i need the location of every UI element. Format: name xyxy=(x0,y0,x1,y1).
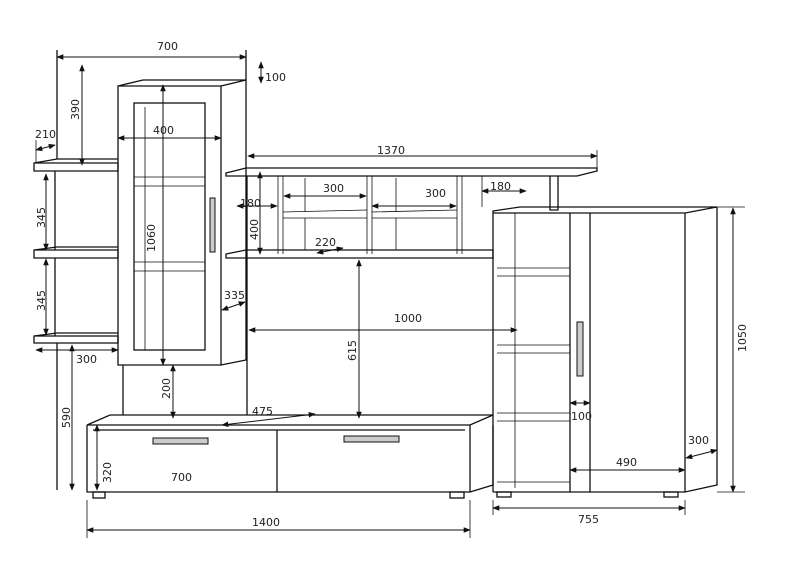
dimension-lines xyxy=(35,54,745,538)
dim-bridge-depth: 220 xyxy=(315,236,336,249)
drawer-handle-right xyxy=(343,435,400,443)
dim-bridge-side-left: 180 xyxy=(240,197,261,210)
dim-bridge-height: 400 xyxy=(248,219,261,240)
dim-bridge-side-right: 180 xyxy=(490,180,511,193)
dim-top-offset: 100 xyxy=(265,71,286,84)
dim-cabinet-depth: 335 xyxy=(224,289,245,302)
dim-right-height: 1050 xyxy=(736,324,749,352)
dim-shelf-gap-1: 345 xyxy=(35,207,48,228)
dim-shelf-gap-2: 345 xyxy=(35,290,48,311)
dim-drawer-width: 700 xyxy=(171,471,192,484)
tv-stand xyxy=(86,414,494,499)
dim-opening-width: 1000 xyxy=(394,312,422,325)
dim-top-width: 700 xyxy=(157,40,178,53)
dimension-labels: 700 100 390 210 400 1370 300 300 180 345… xyxy=(35,40,749,529)
dim-right-width: 755 xyxy=(578,513,599,526)
dim-shelf-post: 100 xyxy=(571,410,592,423)
dim-niche-width-2: 300 xyxy=(425,187,446,200)
dim-cabinet-height: 1060 xyxy=(145,224,158,252)
dim-stand-height: 320 xyxy=(101,462,114,483)
dim-shelf-depth-left: 210 xyxy=(35,128,56,141)
tall-glass-cabinet xyxy=(117,50,247,415)
dim-niche-width-1: 300 xyxy=(323,182,344,195)
drawer-handle-left xyxy=(152,437,209,445)
cabinet-handle xyxy=(209,197,216,253)
dim-bridge-width: 1370 xyxy=(377,144,405,157)
dim-left-shelf-width: 300 xyxy=(76,353,97,366)
dim-stand-depth: 475 xyxy=(252,405,273,418)
dim-right-depth: 300 xyxy=(688,434,709,447)
dim-stand-width: 1400 xyxy=(252,516,280,529)
dim-cabinet-width: 400 xyxy=(153,124,174,137)
right-wardrobe xyxy=(492,206,718,498)
dim-upper-height: 390 xyxy=(69,99,82,120)
dim-cabinet-lift: 200 xyxy=(160,378,173,399)
wardrobe-handle xyxy=(576,321,584,377)
dim-right-door-width: 490 xyxy=(616,456,637,469)
bridge-shelf-unit xyxy=(225,167,598,415)
dim-left-height: 590 xyxy=(60,407,73,428)
dim-opening-height: 615 xyxy=(346,340,359,361)
